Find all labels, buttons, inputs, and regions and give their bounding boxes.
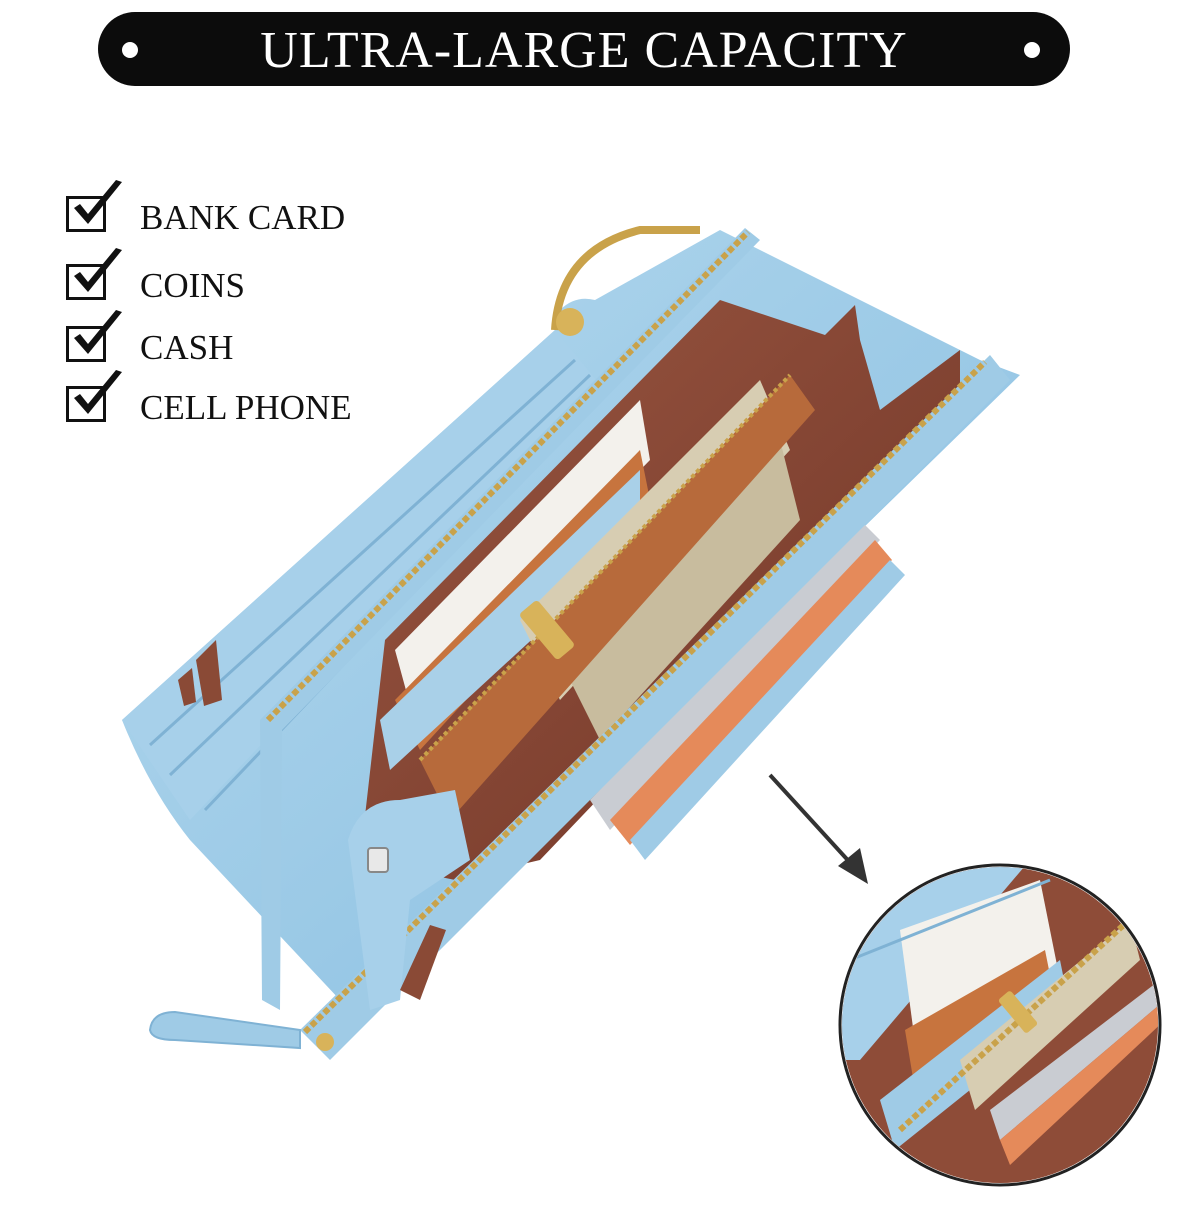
checkbox-icon	[66, 264, 106, 300]
feature-item-bank-card: BANK CARD	[64, 180, 394, 237]
checkmark-icon	[74, 248, 122, 292]
wallet-interior	[360, 300, 960, 880]
feature-item-cash: CASH	[64, 310, 394, 367]
feature-label: BANK CARD	[140, 198, 346, 237]
arrow-icon	[768, 773, 868, 884]
feature-item-coins: COINS	[64, 248, 394, 305]
feature-label: CASH	[140, 328, 234, 367]
banner-title: ULTRA-LARGE CAPACITY	[260, 21, 908, 79]
feature-label: CELL PHONE	[140, 388, 352, 427]
checkmark-icon	[74, 370, 122, 414]
checkbox-icon	[66, 196, 106, 232]
title-banner: ULTRA-LARGE CAPACITY	[98, 12, 1070, 86]
banner-dot-right	[1024, 42, 1040, 58]
banner-dot-left	[122, 42, 138, 58]
wallet-front-panel	[148, 228, 1010, 1060]
zoom-detail-circle	[838, 863, 1162, 1187]
checkmark-icon	[74, 310, 122, 354]
feature-label: COINS	[140, 266, 246, 305]
feature-item-cell-phone: CELL PHONE	[64, 370, 394, 427]
checkmark-icon	[74, 180, 122, 224]
